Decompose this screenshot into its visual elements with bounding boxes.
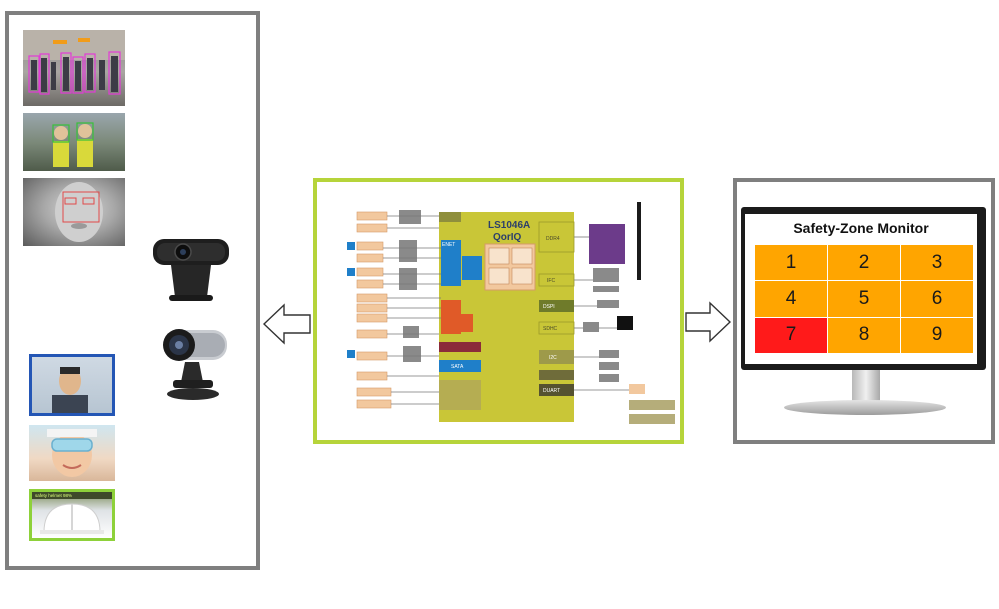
helmet-caption: safety helmet 98%: [35, 493, 72, 498]
zone-5: 5: [828, 281, 900, 317]
left-arrow-icon: [262, 303, 311, 345]
svg-text:I2C: I2C: [549, 355, 557, 361]
monitor-title: Safety-Zone Monitor: [793, 220, 929, 236]
zone-4: 4: [755, 281, 827, 317]
input-panel: safety helmet 98%: [5, 11, 260, 570]
chip-title: LS1046A: [488, 220, 530, 231]
monitor-screen: Safety-Zone Monitor 1 2 3 4 5 6 7 8 9: [745, 214, 977, 364]
svg-text:SDHC: SDHC: [543, 326, 558, 332]
zone-3: 3: [901, 245, 973, 281]
svg-text:DUART: DUART: [543, 388, 560, 394]
zone-2: 2: [828, 245, 900, 281]
svg-text:ENET: ENET: [442, 242, 455, 248]
svg-text:DSPI: DSPI: [543, 304, 555, 310]
goggles-detection-photo: [29, 425, 115, 481]
zone-8: 8: [828, 317, 900, 353]
webcam-icon: [147, 235, 235, 307]
svg-text:IFC: IFC: [547, 278, 555, 284]
crowd-detection-photo: [23, 30, 125, 106]
svg-text:DDR4: DDR4: [546, 236, 560, 242]
ddr-memory-chip: [589, 224, 625, 264]
zone-7: 7: [755, 317, 827, 353]
monitor-base: [784, 400, 946, 415]
monitor-stand: [852, 370, 880, 402]
right-arrow-icon: [685, 301, 732, 343]
zone-1: 1: [755, 245, 827, 281]
zone-grid: 1 2 3 4 5 6 7 8 9: [755, 245, 973, 353]
processor-board-diagram: LS1046A QorIQ ENET SATA DDR4 IFC DSPI SD…: [313, 178, 684, 444]
face-detection-photo: [23, 178, 125, 246]
zone-9: 9: [901, 317, 973, 353]
zone-6: 6: [901, 281, 973, 317]
chip-subtitle: QorIQ: [493, 232, 522, 243]
webcam-icon: [151, 324, 233, 404]
safety-helmet-photo: safety helmet 98%: [29, 489, 115, 541]
svg-text:SATA: SATA: [451, 364, 464, 370]
workers-detection-photo: [23, 113, 125, 171]
person-portrait-photo: [29, 354, 115, 416]
